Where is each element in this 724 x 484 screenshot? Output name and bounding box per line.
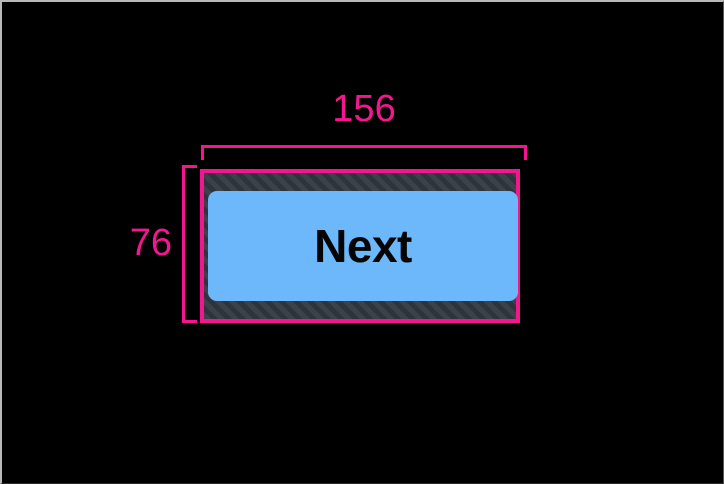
height-measurement-label: 76 <box>129 222 172 264</box>
width-measurement-label: 156 <box>332 88 396 130</box>
width-dimension-bracket <box>201 145 527 160</box>
next-button-label: Next <box>314 220 412 272</box>
height-dimension-bracket <box>182 165 197 323</box>
element-selection-outline <box>200 169 520 323</box>
next-button[interactable]: Next <box>208 191 518 301</box>
